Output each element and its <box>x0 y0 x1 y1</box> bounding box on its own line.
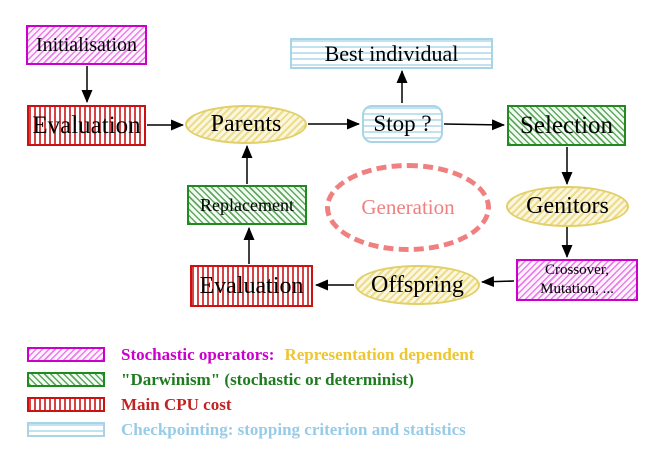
node-evaluation-top: Evaluation <box>27 105 146 146</box>
node-best-individual: Best individual <box>290 38 493 69</box>
node-evaluation-bottom: Evaluation <box>190 265 313 307</box>
node-offspring: Offspring <box>355 265 480 305</box>
legend-label-darwinism: "Darwinism" (stochastic or determinist) <box>121 369 414 389</box>
node-parents-label: Parents <box>210 111 282 137</box>
legend-label-stochastic-operators: Stochastic operators: <box>121 344 275 364</box>
arrow-stop-to-selection <box>443 119 505 131</box>
node-generation-label: Generation <box>361 195 455 219</box>
node-selection: Selection <box>507 105 626 146</box>
node-replacement-label: Replacement <box>200 194 294 215</box>
legend-row-darwinism: "Darwinism" (stochastic or determinist) <box>27 370 414 389</box>
node-stop-label: Stop ? <box>373 111 432 136</box>
node-best-individual-label: Best individual <box>324 40 459 66</box>
legend-label-representation-dependent: Representation dependent <box>284 344 475 364</box>
legend-row-cpu-cost: Main CPU cost <box>27 395 231 414</box>
crossover-line2: Mutation, ... <box>540 281 614 297</box>
node-replacement: Replacement <box>187 185 307 225</box>
legend-row-checkpointing: Checkpointing: stopping criterion and st… <box>27 420 466 439</box>
arrow-crossover-to-offspring <box>481 276 515 288</box>
node-evaluation-top-label: Evaluation <box>32 111 141 139</box>
node-generation-loop: Generation <box>325 163 491 252</box>
legend-swatch-magenta-hatch <box>27 347 105 362</box>
legend-label-main-cpu-cost: Main CPU cost <box>121 394 232 414</box>
node-parents: Parents <box>185 105 307 144</box>
node-genitors: Genitors <box>506 186 629 227</box>
node-evaluation-bottom-label: Evaluation <box>199 272 304 299</box>
node-offspring-label: Offspring <box>371 271 464 298</box>
legend-swatch-red-stripes <box>27 397 105 412</box>
legend-row-stochastic: Stochastic operators: Representation dep… <box>27 345 474 364</box>
node-crossover-mutation-label: Crossover, Mutation, ... <box>540 261 614 299</box>
legend-swatch-cyan-stripes <box>27 422 105 437</box>
node-initialisation-label: Initialisation <box>35 33 138 56</box>
legend-label-checkpointing: Checkpointing: stopping criterion and st… <box>121 419 466 439</box>
legend-swatch-green-hatch <box>27 372 105 387</box>
node-stop: Stop ? <box>362 105 443 143</box>
node-selection-label: Selection <box>519 111 614 139</box>
node-crossover-mutation: Crossover, Mutation, ... <box>516 259 638 301</box>
node-genitors-label: Genitors <box>526 193 609 219</box>
node-initialisation: Initialisation <box>26 25 147 65</box>
crossover-line1: Crossover, <box>545 262 609 279</box>
